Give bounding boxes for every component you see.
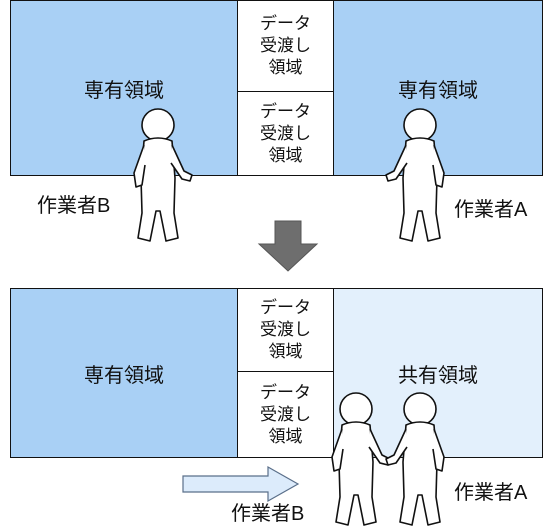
region-label: 共有領域 [398,364,478,387]
worker-a-label: 作業者A [454,482,528,504]
bottom-shared-region: 共有領域 [333,288,543,458]
handover-label: データ 受渡し 領域 [260,382,311,446]
bottom-left-exclusive-region: 専有領域 [10,288,238,458]
top-right-exclusive-region: 専有領域 [333,0,543,176]
region-label: 専有領域 [398,79,478,102]
worker-b-label: 作業者B [37,195,111,217]
region-label: 専有領域 [84,364,164,387]
bottom-handover-area-lower: データ 受渡し 領域 [237,371,334,458]
transition-arrow [257,220,319,272]
worker-b-label: 作業者B [231,503,305,525]
handover-label: データ 受渡し 領域 [260,101,311,165]
top-left-exclusive-region: 専有領域 [10,0,238,176]
handover-label: データ 受渡し 領域 [260,14,311,77]
worker-a-label: 作業者A [454,199,528,221]
move-arrow [182,465,300,503]
bottom-handover-area-upper: データ 受渡し 領域 [237,288,334,372]
handover-label: データ 受渡し 領域 [260,298,311,361]
top-handover-area-lower: データ 受渡し 領域 [237,91,334,176]
top-handover-area-upper: データ 受渡し 領域 [237,0,334,92]
region-label: 専有領域 [84,79,164,102]
